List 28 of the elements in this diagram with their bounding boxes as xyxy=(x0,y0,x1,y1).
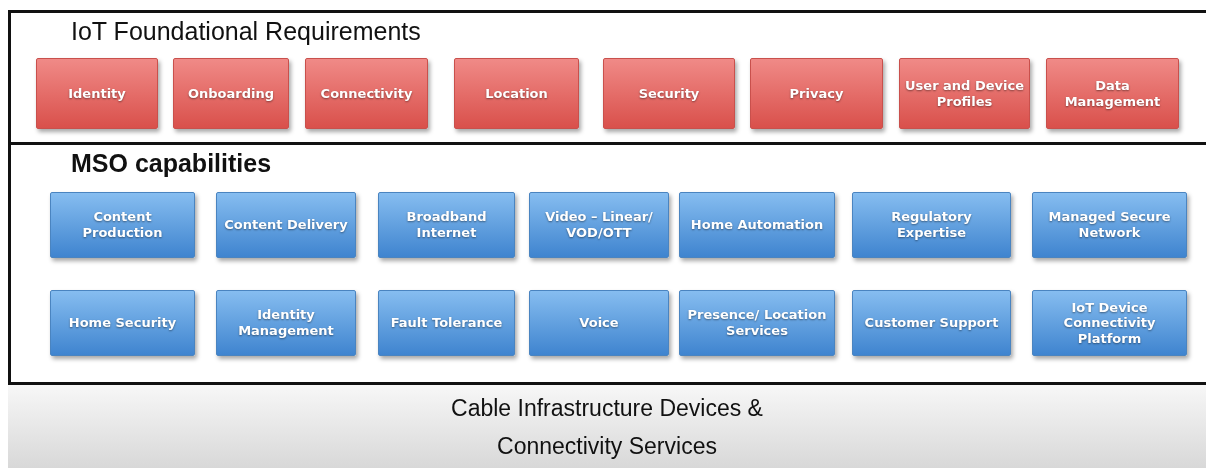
capability-box: Identity Management xyxy=(216,290,356,356)
capability-box: Customer Support xyxy=(852,290,1011,356)
capability-box: Presence/ Location Services xyxy=(679,290,835,356)
requirement-box: Data Management xyxy=(1046,58,1179,129)
capability-box: Managed Secure Network xyxy=(1032,192,1187,258)
capability-box: Video – Linear/ VOD/OTT xyxy=(529,192,669,258)
section-panel xyxy=(8,10,1206,145)
requirement-box: Location xyxy=(454,58,579,129)
capability-box: Content Delivery xyxy=(216,192,356,258)
capability-box: Content Production xyxy=(50,192,195,258)
capability-box: Home Automation xyxy=(679,192,835,258)
section-panel xyxy=(8,142,1206,385)
requirement-box: Identity xyxy=(36,58,158,129)
capability-box: Fault Tolerance xyxy=(378,290,515,356)
base-layer-band xyxy=(8,383,1206,468)
section-heading: MSO capabilities xyxy=(71,149,272,178)
requirement-box: User and Device Profiles xyxy=(899,58,1030,129)
section-heading: IoT Foundational Requirements xyxy=(71,17,421,46)
capability-box: IoT Device Connectivity Platform xyxy=(1032,290,1187,356)
capability-box: Regulatory Expertise xyxy=(852,192,1011,258)
requirement-box: Privacy xyxy=(750,58,883,129)
layer-label: Cable Infrastructure Devices & Connectivity Services xyxy=(450,393,764,461)
capability-box: Home Security xyxy=(50,290,195,356)
requirement-box: Connectivity xyxy=(305,58,428,129)
requirement-box: Onboarding xyxy=(173,58,289,129)
capability-box: Voice xyxy=(529,290,669,356)
requirement-box: Security xyxy=(603,58,735,129)
capability-box: Broadband Internet xyxy=(378,192,515,258)
